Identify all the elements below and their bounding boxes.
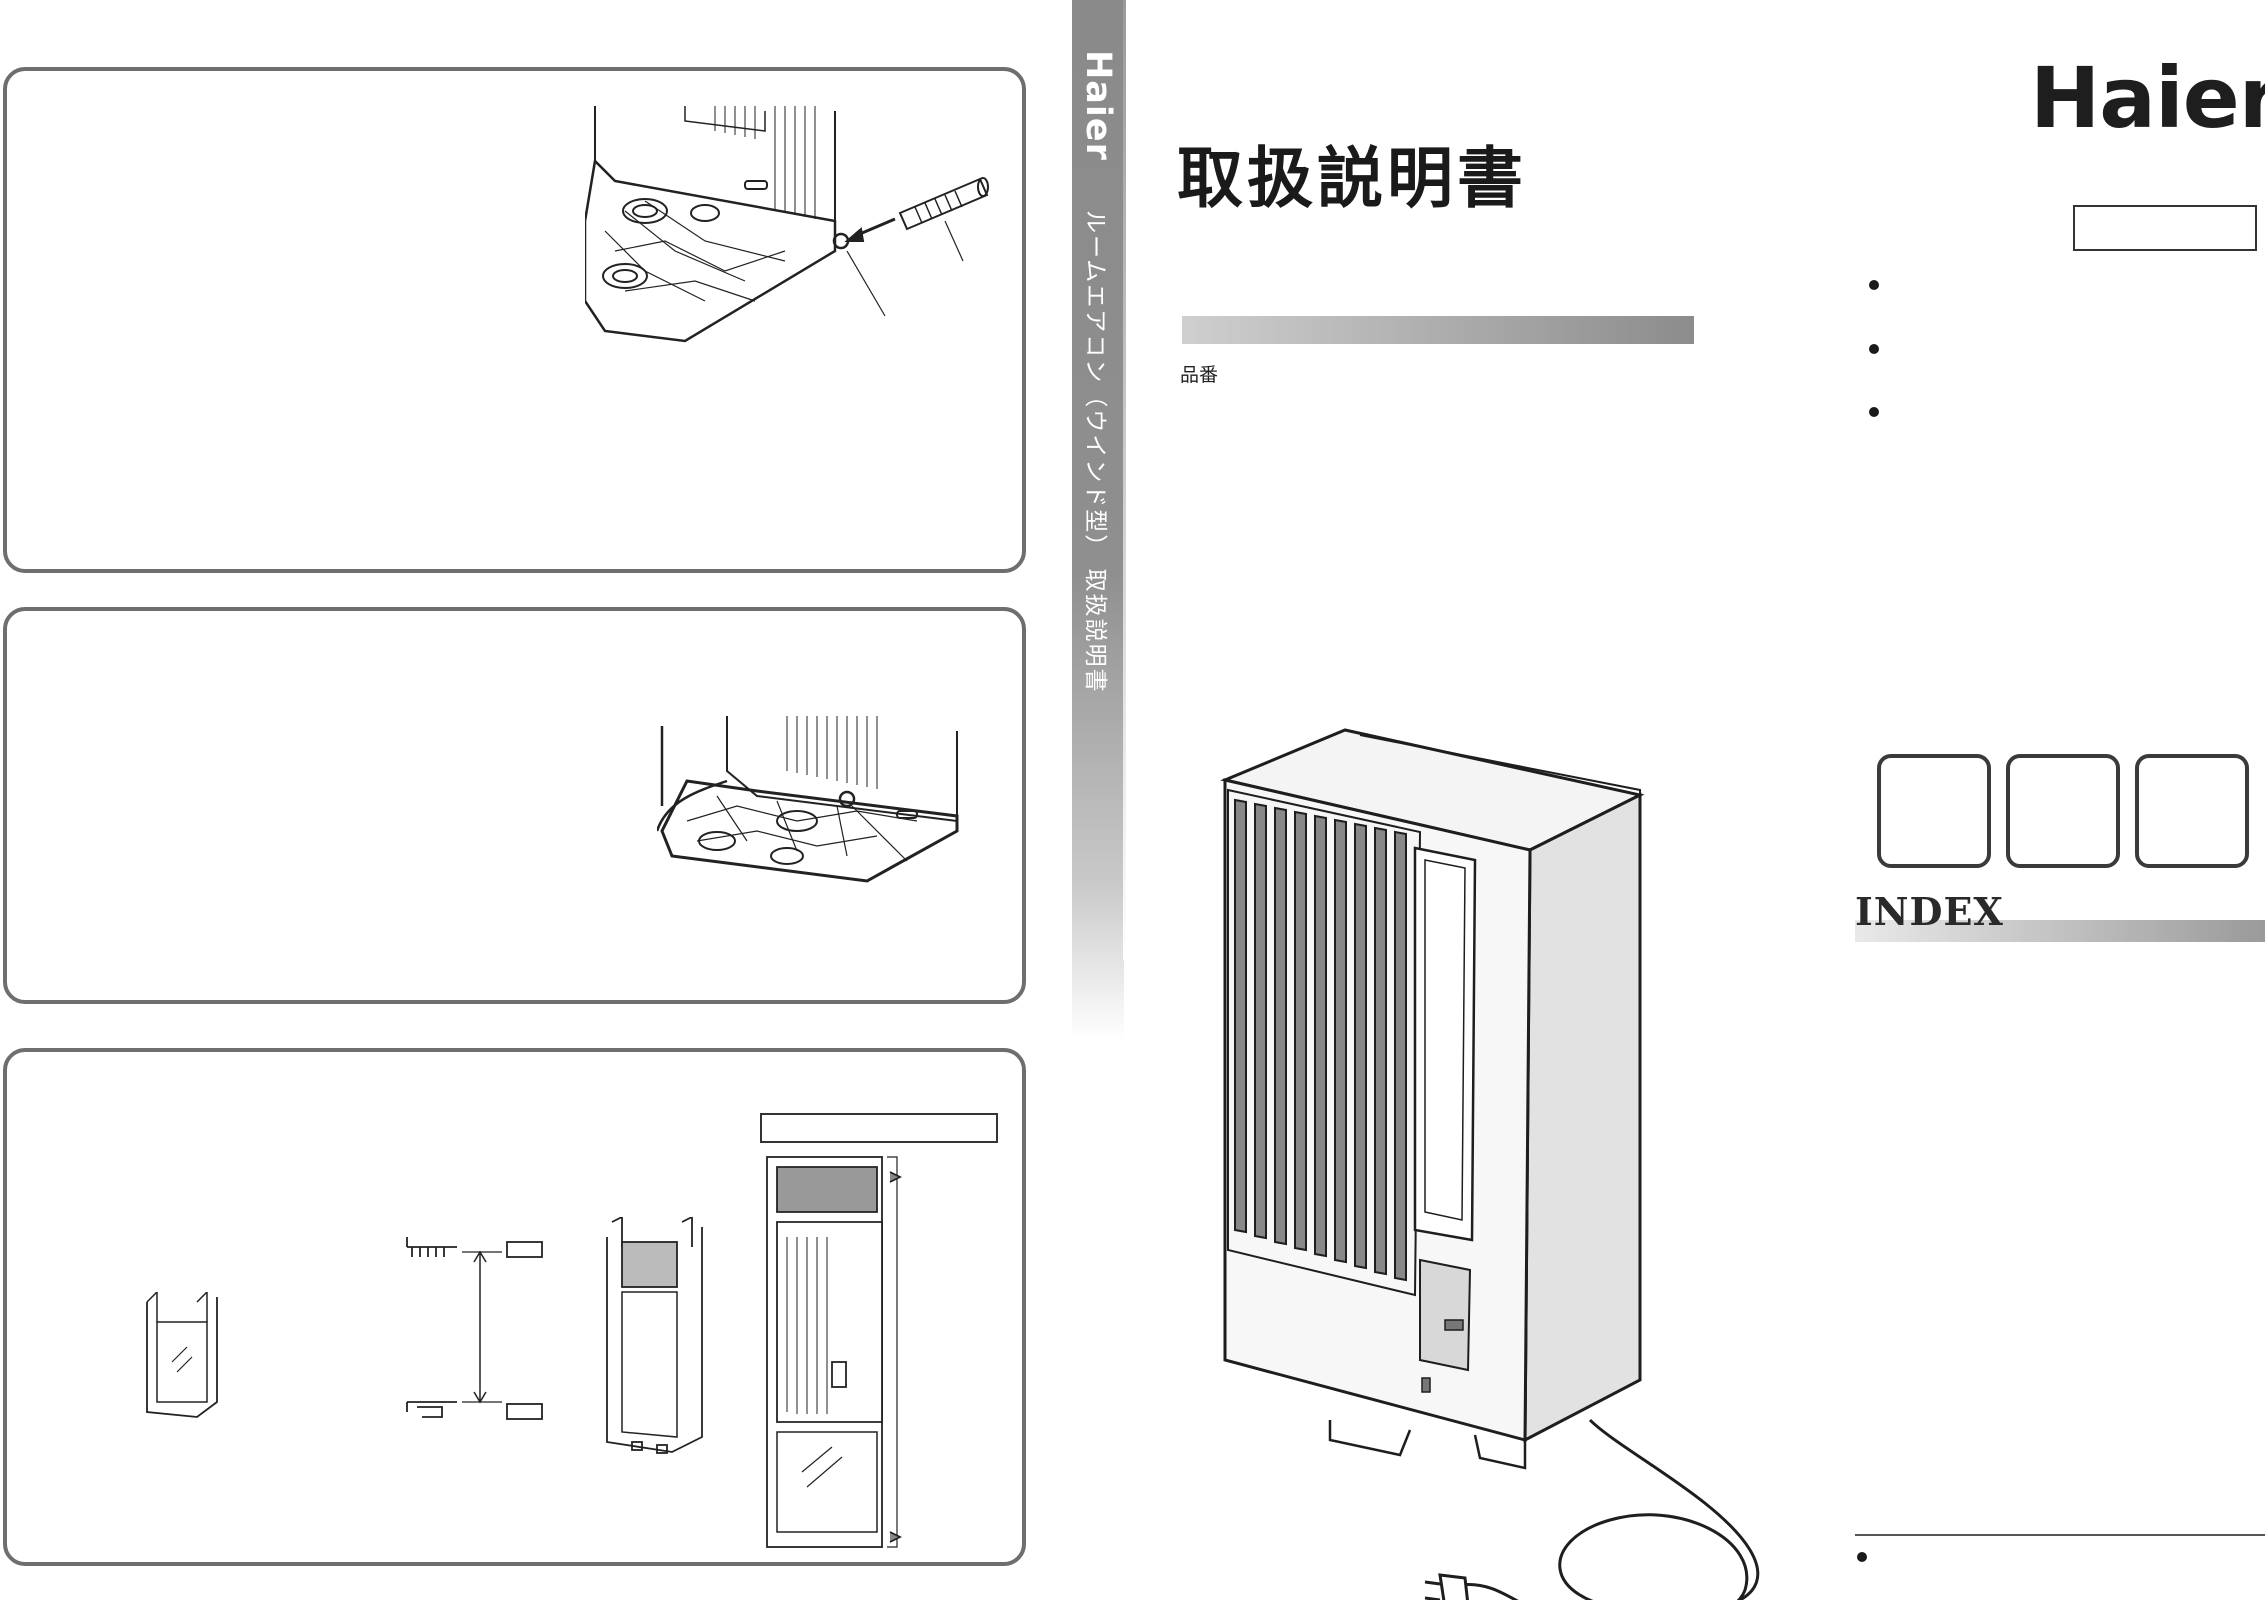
spine: Haier ルームエアコン（ウインド型） 取扱説明書	[1072, 0, 1124, 1040]
drain-hose-attachment-illustration	[585, 101, 1005, 421]
instruction-panel-2	[3, 607, 1026, 1004]
drain-cap-illustration	[657, 711, 987, 951]
bullet-point-3	[1869, 407, 1879, 417]
footer-rule	[1855, 1534, 2265, 1536]
bullet-point-1	[1869, 280, 1879, 290]
haier-logo: Haier	[2030, 49, 2265, 147]
model-number-label: 品番	[1180, 364, 1219, 386]
spine-edge	[1123, 0, 1126, 960]
window-frame-illustration	[602, 1217, 712, 1467]
window-panel-part-illustration	[137, 1292, 227, 1432]
installed-unit-in-window-illustration	[762, 1152, 902, 1552]
index-heading: INDEX	[1855, 889, 2004, 934]
model-number-box	[2073, 205, 2257, 251]
bullet-point-2	[1869, 344, 1879, 354]
spine-title: ルームエアコン（ウインド型） 取扱説明書	[1082, 210, 1108, 694]
window-air-conditioner-illustration	[1200, 720, 1760, 1614]
sash-dimension-illustration	[402, 1232, 552, 1432]
mode-box-2	[2006, 754, 2120, 868]
mode-box-1	[1877, 754, 1991, 868]
spine-brand-logo: Haier	[1078, 50, 1118, 161]
instruction-panel-1	[3, 67, 1026, 573]
panel3-label-box	[760, 1113, 998, 1143]
footer-bullet	[1857, 1552, 1867, 1562]
title-bar	[1182, 316, 1694, 344]
mode-box-3	[2135, 754, 2249, 868]
manual-title: 取扱説明書	[1177, 140, 1527, 217]
